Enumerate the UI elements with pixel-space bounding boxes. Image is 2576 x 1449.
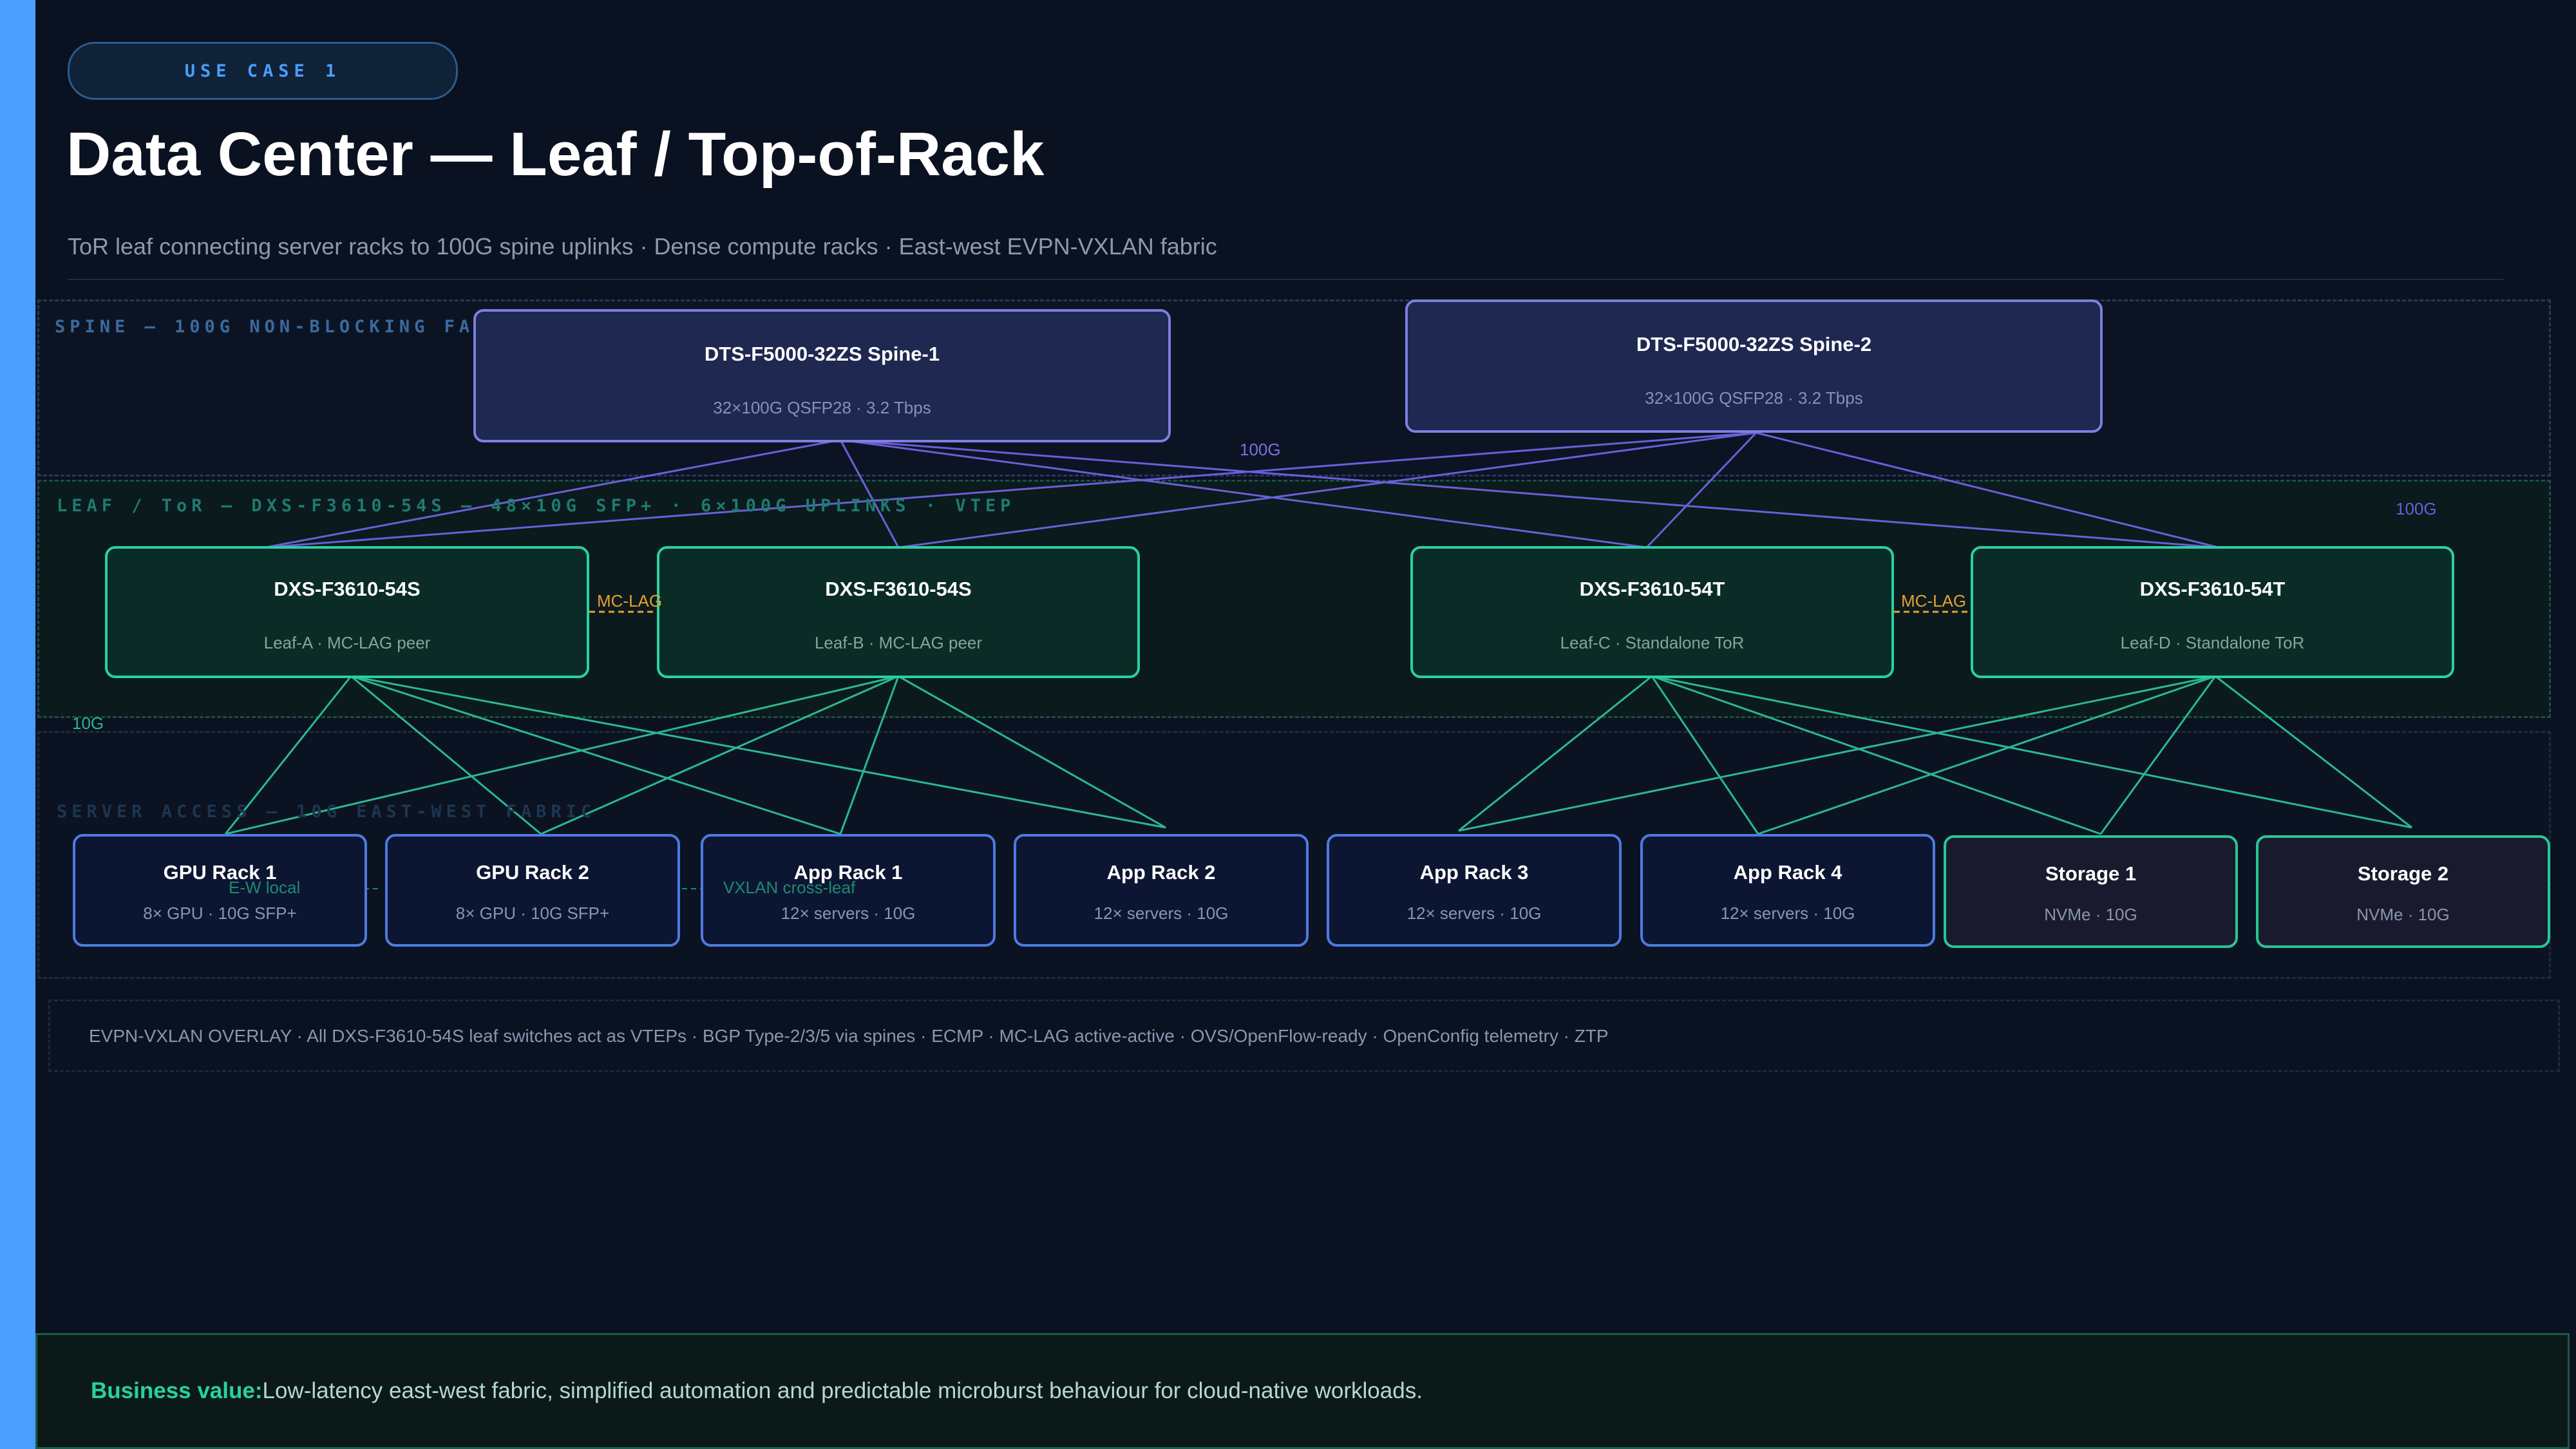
header-divider	[68, 279, 2503, 280]
mclag-label-left: MC-LAG	[597, 591, 663, 611]
mclag-label-right: MC-LAG	[1901, 591, 1967, 611]
node-name: DXS-F3610-54S	[825, 578, 972, 600]
leaf-b-node[interactable]: DXS-F3610-54S Leaf-B · MC-LAG peer	[657, 546, 1140, 678]
business-value-text: Low-latency east-west fabric, simplified…	[262, 1378, 1423, 1403]
leaf-d-node[interactable]: DXS-F3610-54T Leaf-D · Standalone ToR	[1971, 546, 2454, 678]
node-desc: NVMe · 10G	[2044, 905, 2137, 924]
leaf-c-node[interactable]: DXS-F3610-54T Leaf-C · Standalone ToR	[1410, 546, 1894, 678]
app-rack-2-node[interactable]: App Rack 2 12× servers · 10G	[1014, 834, 1309, 947]
node-desc: 32×100G QSFP28 · 3.2 Tbps	[713, 398, 931, 417]
access-speed-label: 10G	[72, 714, 104, 733]
overlay-footer: EVPN-VXLAN OVERLAY · All DXS-F3610-54S l…	[48, 999, 2560, 1072]
node-desc: 12× servers · 10G	[1094, 904, 1229, 923]
node-name: App Rack 4	[1733, 861, 1842, 884]
node-desc: 12× servers · 10G	[1720, 904, 1855, 923]
node-name: GPU Rack 1	[163, 861, 277, 884]
node-desc: NVMe · 10G	[2356, 905, 2450, 924]
accent-bar	[0, 0, 35, 1449]
node-desc: 12× servers · 10G	[781, 904, 916, 923]
node-name: App Rack 1	[793, 861, 903, 884]
node-desc: 12× servers · 10G	[1406, 904, 1542, 923]
node-name: DXS-F3610-54S	[274, 578, 421, 600]
storage-1-node[interactable]: Storage 1 NVMe · 10G	[1944, 835, 2238, 948]
node-name: Storage 1	[2045, 862, 2137, 885]
node-desc: Leaf-B · MC-LAG peer	[814, 633, 983, 652]
ew-local-label: E-W local	[229, 878, 301, 897]
node-desc: 8× GPU · 10G SFP+	[143, 904, 297, 923]
gpu-rack-2-node[interactable]: GPU Rack 2 8× GPU · 10G SFP+	[385, 834, 680, 947]
use-case-badge: USE CASE 1	[68, 42, 458, 100]
uplink-speed-label-right: 100G	[2396, 499, 2437, 518]
node-name: App Rack 3	[1419, 861, 1529, 884]
spine-2-node[interactable]: DTS-F5000-32ZS Spine-2 32×100G QSFP28 · …	[1405, 299, 2103, 433]
vxlan-cross-leaf-label: VXLAN cross-leaf	[723, 878, 856, 897]
node-desc: 32×100G QSFP28 · 3.2 Tbps	[1645, 388, 1863, 408]
business-value-banner: Business value: Low-latency east-west fa…	[35, 1333, 2570, 1449]
node-name: DXS-F3610-54T	[2139, 578, 2286, 600]
storage-2-node[interactable]: Storage 2 NVMe · 10G	[2256, 835, 2550, 948]
node-desc: Leaf-D · Standalone ToR	[2120, 633, 2305, 652]
page-subtitle: ToR leaf connecting server racks to 100G…	[68, 233, 1217, 260]
uplink-speed-label: 100G	[1240, 440, 1281, 459]
node-name: GPU Rack 2	[476, 861, 589, 884]
leaf-zone-label: LEAF / ToR — DXS-F3610-54S — 48×10G SFP+…	[57, 496, 1016, 516]
overlay-footer-text: EVPN-VXLAN OVERLAY · All DXS-F3610-54S l…	[89, 1025, 1609, 1046]
node-desc: Leaf-C · Standalone ToR	[1560, 633, 1745, 652]
spine-1-node[interactable]: DTS-F5000-32ZS Spine-1 32×100G QSFP28 · …	[473, 309, 1171, 442]
business-value-label: Business value:	[91, 1378, 263, 1403]
node-name: DTS-F5000-32ZS Spine-1	[704, 343, 940, 365]
node-name: App Rack 2	[1106, 861, 1216, 884]
node-desc: 8× GPU · 10G SFP+	[455, 904, 610, 923]
app-rack-3-node[interactable]: App Rack 3 12× servers · 10G	[1327, 834, 1622, 947]
node-name: DTS-F5000-32ZS Spine-2	[1636, 333, 1872, 355]
node-desc: Leaf-A · MC-LAG peer	[263, 633, 431, 652]
server-zone-label: SERVER ACCESS — 10G EAST-WEST FABRIC	[57, 802, 596, 822]
leaf-a-node[interactable]: DXS-F3610-54S Leaf-A · MC-LAG peer	[105, 546, 589, 678]
app-rack-1-node[interactable]: App Rack 1 12× servers · 10G	[701, 834, 996, 947]
spine-zone-label: SPINE — 100G NON-BLOCKING FABRIC	[55, 317, 535, 337]
node-name: Storage 2	[2357, 862, 2449, 885]
app-rack-4-node[interactable]: App Rack 4 12× servers · 10G	[1640, 834, 1935, 947]
page-title: Data Center — Leaf / Top-of-Rack	[66, 120, 1045, 189]
gpu-rack-1-node[interactable]: GPU Rack 1 8× GPU · 10G SFP+	[73, 834, 367, 947]
node-name: DXS-F3610-54T	[1579, 578, 1725, 600]
